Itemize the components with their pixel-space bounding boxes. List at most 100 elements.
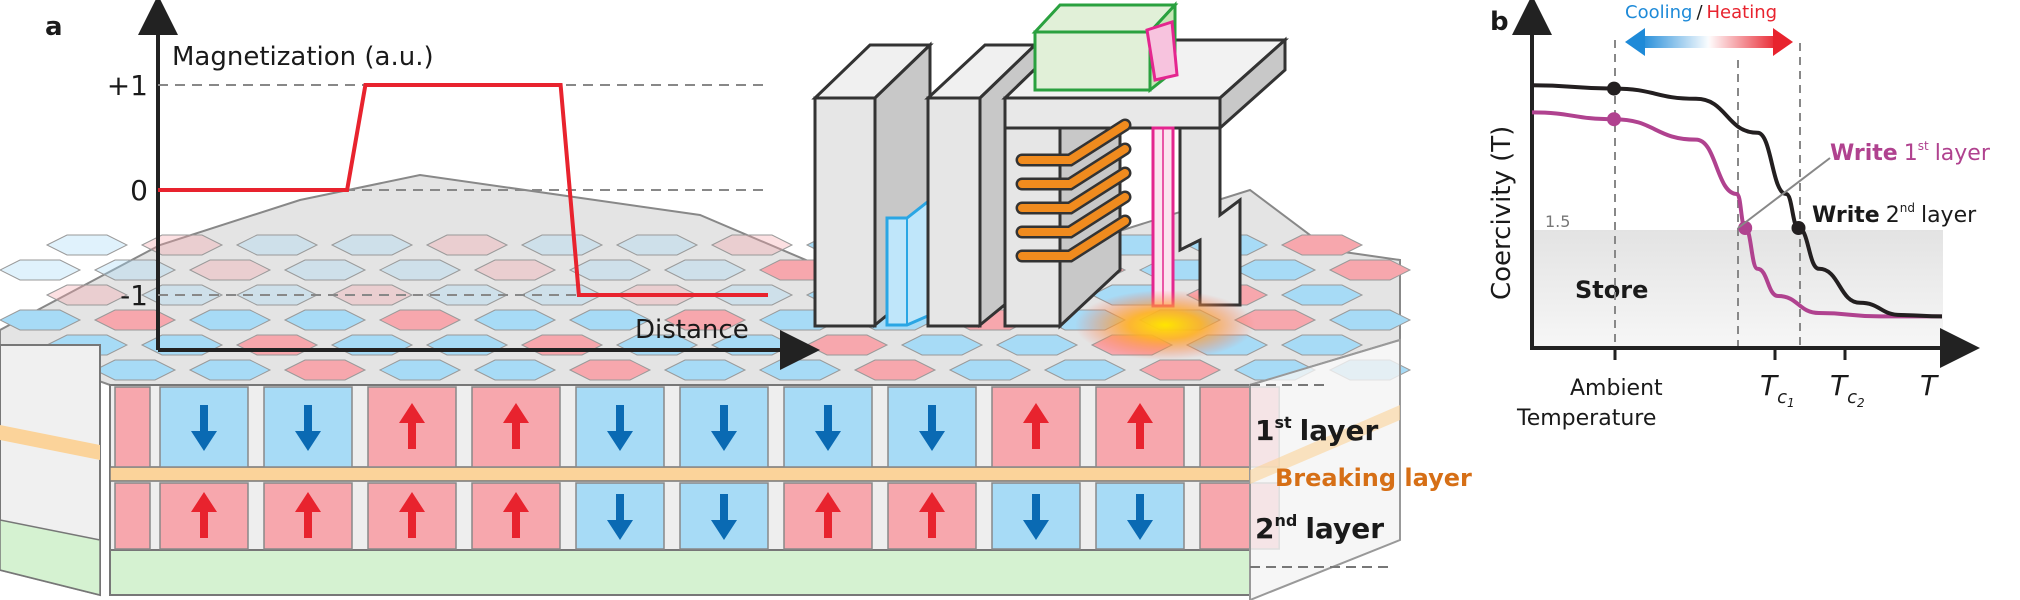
hex-grain: [188, 359, 272, 381]
coil-turn: [1018, 217, 1129, 260]
b-y-axis-label: Coercivity (T): [1487, 126, 1517, 300]
hex-grain: [378, 309, 462, 331]
hex-grain: [473, 259, 557, 281]
hex-grain: [378, 359, 462, 381]
hex-grain: [45, 234, 129, 256]
lattice-side: [1249, 338, 1401, 600]
spin-up-arrow-icon: [1127, 403, 1153, 449]
spin-down-arrow-icon: [607, 405, 633, 451]
coercivity-chart: b Store 1.5 Coercivity (T) Cooling/Heati…: [1487, 0, 1991, 431]
spin-down-arrow-icon: [815, 405, 841, 451]
hex-grain: [1043, 359, 1127, 381]
y-tick-label: -1: [120, 279, 148, 312]
bit-cells: [114, 386, 1280, 550]
spin-up-arrow-icon: [1023, 403, 1049, 449]
hex-grain: [0, 259, 82, 281]
breaking-layer-label: Breaking layer: [1275, 464, 1472, 492]
x-tick-t: T: [1920, 369, 1939, 402]
magnetization-profile: [158, 83, 768, 297]
curve-marker: [1791, 221, 1806, 235]
hex-grain: [948, 359, 1032, 381]
hex-grain: [0, 309, 82, 331]
write-coil: [1015, 118, 1132, 263]
breaking-layer-band: [109, 466, 1251, 482]
hex-grain: [93, 359, 177, 381]
hex-grain: [710, 234, 794, 256]
hex-grain: [1280, 284, 1364, 306]
spin-down-arrow-icon: [711, 405, 737, 451]
hex-grain: [93, 309, 177, 331]
panel-b-label: b: [1490, 7, 1509, 37]
hex-grain: [900, 334, 984, 356]
hex-grain: [425, 234, 509, 256]
heated-spot: [1075, 290, 1255, 360]
hex-grain: [140, 234, 224, 256]
bit-cell: [263, 386, 353, 468]
y-tick-label: +1: [107, 69, 148, 102]
hex-grain: [1280, 334, 1364, 356]
spin-down-arrow-icon: [607, 494, 633, 540]
y-tick-1-5: 1.5: [1545, 212, 1570, 231]
hex-grain: [995, 334, 1079, 356]
hex-grain: [853, 359, 937, 381]
hex-grain: [93, 259, 177, 281]
hex-grain: [1328, 259, 1412, 281]
spin-up-arrow-icon: [919, 492, 945, 538]
spin-up-arrow-icon: [503, 492, 529, 538]
curve-marker: [1607, 112, 1621, 127]
x-tick-tc2: Tc2: [1830, 369, 1865, 410]
hex-grain: [188, 259, 272, 281]
hex-grain: [1280, 234, 1364, 256]
spin-down-arrow-icon: [711, 494, 737, 540]
x-tick-ambient: Ambient: [1570, 376, 1663, 401]
coil-turn: [1018, 169, 1129, 212]
hex-grain: [1233, 259, 1317, 281]
hex-grain: [378, 259, 462, 281]
hex-grain: [520, 234, 604, 256]
write1-leader: [1737, 157, 1831, 229]
spin-up-arrow-icon: [399, 492, 425, 538]
spin-down-arrow-icon: [1127, 494, 1153, 540]
magnetization-plot: a Magnetization (a.u.) Distance +10-1: [45, 0, 820, 370]
hex-grain: [805, 334, 889, 356]
spin-up-arrow-icon: [191, 492, 217, 538]
hex-grain: [615, 234, 699, 256]
x-axis-label: Distance: [635, 315, 749, 345]
spin-down-arrow-icon: [191, 405, 217, 451]
write-head-assembly: [811, 1, 1289, 360]
spin-down-arrow-icon: [295, 405, 321, 451]
hex-grain: [283, 359, 367, 381]
hex-grain: [188, 309, 272, 331]
x-tick-temperature: Temperature: [1516, 406, 1656, 431]
x-tick-tc1: Tc1: [1760, 369, 1795, 410]
hex-grain: [568, 259, 652, 281]
coercivity-curve-2: [1531, 83, 1943, 319]
store-label: Store: [1575, 276, 1648, 304]
coil-turn: [1018, 145, 1129, 188]
hex-grain: [663, 359, 747, 381]
laser-waveguide: [1151, 126, 1175, 308]
hex-grain: [568, 309, 652, 331]
coil-turn: [1018, 193, 1129, 236]
spin-up-arrow-icon: [815, 492, 841, 538]
hex-grain: [283, 309, 367, 331]
cooling-heating-label: Cooling/Heating: [1625, 2, 1777, 23]
spin-up-arrow-icon: [295, 492, 321, 538]
y-tick-label: 0: [130, 174, 148, 207]
hex-grain: [568, 359, 652, 381]
hex-grain: [1328, 309, 1412, 331]
y-axis-label: Magnetization (a.u.): [172, 42, 434, 72]
hex-grain: [45, 284, 129, 306]
coil-turn: [1018, 121, 1129, 164]
spin-down-arrow-icon: [919, 405, 945, 451]
hex-grain: [235, 234, 319, 256]
hex-grain: [330, 234, 414, 256]
hex-grain: [663, 259, 747, 281]
hex-grain: [663, 309, 747, 331]
hex-grain: [473, 309, 557, 331]
curve-marker: [1607, 81, 1621, 96]
